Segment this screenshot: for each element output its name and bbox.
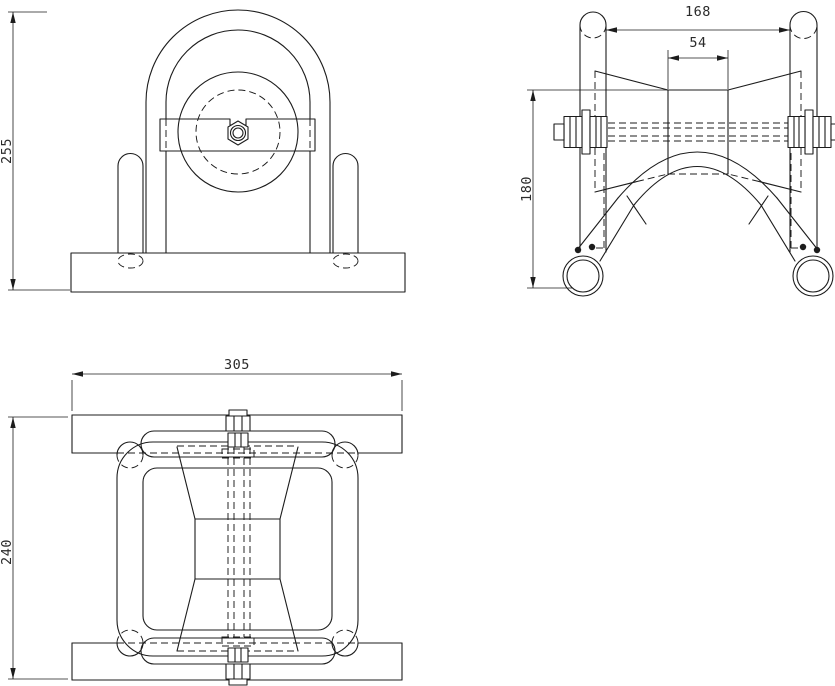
saddle-ring-plan	[116, 441, 359, 657]
arch-frame	[145, 9, 331, 254]
side-view: 168 54 180	[519, 4, 835, 297]
axle-bolt-right	[787, 109, 835, 155]
runner-pipe-right-section	[792, 255, 834, 297]
axle-plate	[159, 118, 316, 152]
dimension-frame-spacing: 168	[606, 4, 790, 33]
axle-nut-stack-top	[221, 409, 255, 459]
saddle-leg-left	[117, 152, 144, 269]
saddle-leg-right	[332, 152, 359, 269]
runner-pipe-left-section	[562, 255, 604, 297]
axle-hidden-plan	[227, 447, 251, 637]
axle-nut-stack-bottom	[221, 636, 255, 686]
roller-side-profile	[594, 70, 802, 193]
axle-nut-front	[227, 120, 249, 146]
weld-dot	[799, 243, 807, 251]
dimension-base-width: 240	[0, 416, 68, 680]
dimension-roller-height: 180	[519, 89, 668, 289]
plan-view: 305 240	[0, 357, 403, 686]
roller-spool-plan	[176, 445, 299, 652]
front-view: 255	[0, 9, 406, 293]
dim-front-height-label: 255	[0, 138, 15, 164]
axle-hidden-lines	[564, 122, 831, 249]
dimension-groove-width: 54	[667, 35, 729, 89]
axle-bolt-left	[553, 109, 608, 155]
dim-groove-width-label: 54	[689, 35, 706, 51]
dim-base-width-label: 240	[0, 539, 15, 565]
dimension-front-height: 255	[0, 11, 70, 291]
weld-dot	[813, 246, 821, 254]
dim-frame-spacing-label: 168	[685, 4, 711, 20]
roller-groove-circle	[195, 89, 281, 175]
weld-dot	[588, 243, 596, 251]
dim-base-length-label: 305	[224, 357, 250, 373]
base-runner-front	[70, 252, 406, 293]
dimension-base-length: 305	[71, 357, 403, 411]
weld-dot	[574, 246, 582, 254]
roller-flange-circle	[177, 71, 299, 193]
saddle-strap	[574, 151, 821, 262]
dim-roller-height-label: 180	[519, 176, 535, 202]
